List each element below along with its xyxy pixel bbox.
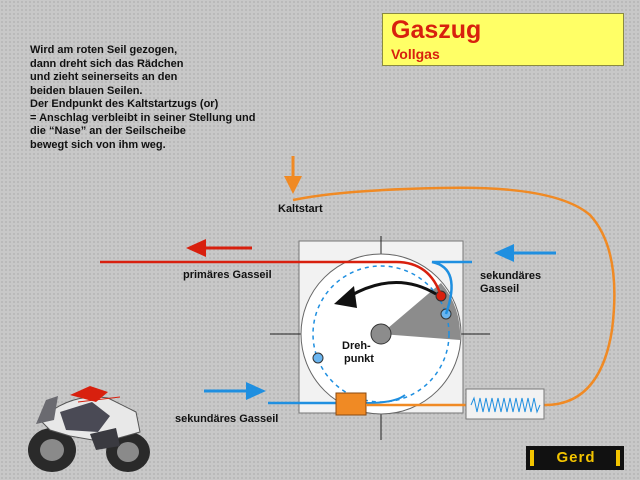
subtitle: Vollgas [391, 46, 440, 62]
secondary-cable-right [431, 260, 472, 315]
return-spring [470, 396, 541, 414]
description-line: bewegt sich von ihm weg. [30, 138, 166, 151]
coldstart-anchor-block [335, 392, 367, 416]
rotation-arc [349, 281, 437, 298]
label-pivot-line1: Dreh- [342, 340, 371, 352]
nipple-blue-left [312, 352, 324, 364]
coldstart-cable [292, 186, 616, 407]
logo-text: Gerd [556, 449, 596, 466]
label-primary-cable: primäres Gasseil [183, 269, 272, 281]
description-line: = Anschlag verbleibt in seiner Stellung … [30, 111, 256, 124]
label-secondary-cable-right-line1: sekundäres [480, 270, 542, 282]
description-line: beiden blauen Seilen. [30, 84, 143, 97]
title-box: Gaszug Vollgas [382, 13, 624, 66]
description-line: die “Nase” an der Seilscheibe [30, 125, 186, 137]
rotation-arrowhead [334, 286, 357, 308]
description-line: und zieht seinerseits an den [30, 71, 178, 83]
coldstart-arrowhead [284, 176, 302, 194]
primary-arrowhead [186, 239, 206, 257]
label-pivot-line2: punkt [344, 353, 374, 365]
label-secondary-cable-bottom: sekundäres Gasseil [175, 413, 279, 425]
pivot-point [370, 323, 392, 345]
secondary-cable-bottom-wrap [365, 394, 406, 404]
description-text: Wird am roten Seil gezogen, dann dreht s… [30, 44, 300, 152]
label-kaltstart: Kaltstart [278, 203, 323, 215]
description-line: dann dreht sich das Rädchen [30, 57, 184, 70]
title: Gaszug [391, 16, 482, 44]
logo-bar-left [530, 450, 534, 466]
description-line: Der Endpunkt des Kaltstartzugs (or) [30, 98, 219, 110]
primary-cable [100, 260, 443, 297]
motorcycle-image [28, 386, 150, 472]
label-secondary-cable-right-line2: Gasseil [480, 283, 520, 295]
secondary-arrowhead-right [494, 244, 514, 262]
logo-bar-right [616, 450, 620, 466]
description-line: Wird am roten Seil gezogen, [30, 44, 178, 56]
logo-badge [526, 446, 624, 470]
secondary-arrowhead-bottom [246, 382, 266, 400]
